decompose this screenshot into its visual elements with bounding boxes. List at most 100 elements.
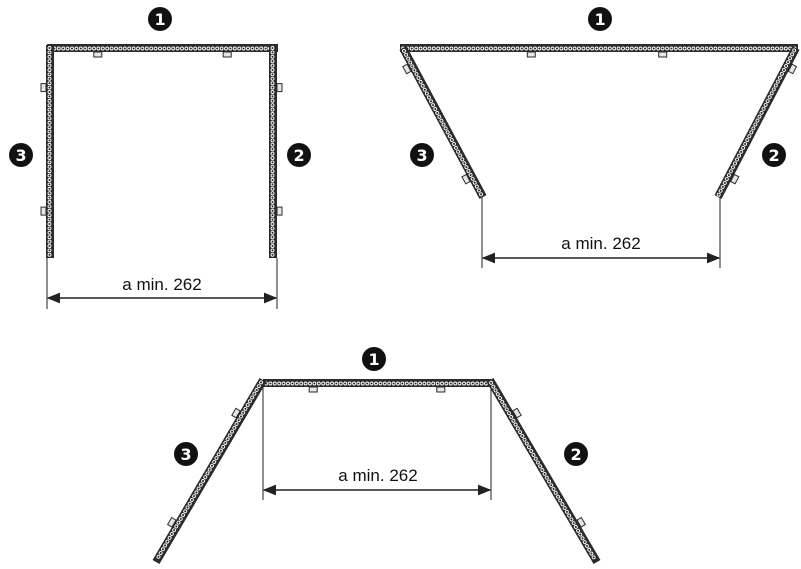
rail-bead <box>763 103 768 107</box>
rail-bead <box>412 68 417 73</box>
rail-bead <box>757 46 762 51</box>
rail-bead <box>437 114 442 119</box>
rail-bead <box>462 381 466 386</box>
segment-2-right <box>269 45 283 258</box>
rail-bead <box>414 72 419 77</box>
rail-bead <box>203 475 208 480</box>
rail-bead <box>205 471 210 476</box>
rail-bead <box>418 381 422 386</box>
rail-bead <box>408 60 413 65</box>
rail-bead <box>682 46 687 51</box>
rail-bead <box>568 46 573 51</box>
rail-bead <box>665 46 669 51</box>
rail-bead <box>515 426 520 431</box>
rail-bead <box>466 381 471 386</box>
rail-bead <box>616 46 621 51</box>
rail-bead <box>547 479 552 484</box>
rail-bead <box>576 528 581 533</box>
rail-bead <box>770 46 775 51</box>
rail-bead <box>47 200 52 204</box>
rail-bead <box>100 46 105 51</box>
rail-bar <box>399 46 487 199</box>
rail-bead <box>197 46 202 51</box>
rail-bead <box>451 141 456 146</box>
rail-bead <box>533 46 537 51</box>
rail-bead <box>270 147 275 152</box>
rail-bead <box>747 134 752 139</box>
rail-bead <box>210 463 214 468</box>
rail-bead <box>194 490 199 495</box>
rail-bar <box>46 45 54 258</box>
rail-bead <box>140 46 145 51</box>
rail-bead <box>700 46 705 51</box>
rail-bead <box>704 46 709 51</box>
rail-bead <box>183 509 188 514</box>
rail-bead <box>218 448 223 453</box>
rail-bead <box>47 134 52 138</box>
rail-bead <box>559 46 564 51</box>
segment-1-top <box>263 379 491 393</box>
rail-bead <box>270 230 275 235</box>
rail-bead <box>196 486 201 491</box>
rail-bead <box>440 46 445 51</box>
rail-bead <box>47 252 52 257</box>
rail-bead <box>47 169 52 174</box>
segment-2-right <box>486 377 601 565</box>
rail-bead <box>695 46 700 51</box>
rail-bead <box>92 46 96 51</box>
rail-bead <box>739 46 744 51</box>
rail-bead <box>621 46 625 51</box>
rail-bead <box>757 114 762 119</box>
rail-bead <box>709 46 713 51</box>
dimension-label: a min. 262 <box>561 234 640 253</box>
badge-1: 1 <box>588 7 612 31</box>
mounting-clip <box>308 386 318 393</box>
rail-bead <box>457 381 462 386</box>
rail-bead <box>270 85 275 90</box>
rail-bead <box>647 46 652 51</box>
rail-bead <box>330 381 334 386</box>
rail-bead <box>270 186 275 191</box>
rail-bead <box>409 46 414 51</box>
rail-bead <box>449 138 454 142</box>
rail-bead <box>519 46 524 51</box>
rail-bead <box>722 46 727 51</box>
rail-bead <box>468 172 473 177</box>
rail-bead <box>47 46 52 50</box>
rail-bead <box>70 46 74 51</box>
badge-1-circle <box>588 7 612 31</box>
figure-square: 1 2 3 a min. 262 <box>9 7 311 309</box>
rail-bead <box>524 441 529 446</box>
rail-bead <box>382 381 387 386</box>
rail-bead <box>178 516 183 521</box>
mounting-clip <box>40 206 47 216</box>
rail-bead <box>445 130 450 135</box>
badge-2: 2 <box>762 143 786 167</box>
rail-bead <box>448 381 453 386</box>
rail-bead <box>47 186 52 191</box>
rail-bead <box>189 497 194 502</box>
rail-bead <box>625 46 630 51</box>
rail-bead <box>491 384 496 389</box>
rail-bead <box>47 76 52 81</box>
rail-bead <box>786 60 790 65</box>
rail-bead <box>47 226 52 231</box>
rail-bead <box>270 169 275 174</box>
rail-bead <box>728 169 733 174</box>
rail-bead <box>270 90 275 94</box>
rail-bead <box>427 95 431 100</box>
rail-bead <box>513 422 518 427</box>
badge-3-circle <box>9 143 33 167</box>
rail-bead <box>47 217 52 222</box>
rail-bead <box>549 483 554 488</box>
rail-bead <box>550 46 555 51</box>
rail-bead <box>224 46 228 51</box>
mounting-clip <box>526 51 536 58</box>
rail-bead <box>365 381 370 386</box>
rail-bead <box>777 75 782 80</box>
rail-bead <box>527 445 531 450</box>
rail-bead <box>470 176 475 181</box>
rail-bead <box>96 46 101 51</box>
rail-bead <box>722 181 727 185</box>
rail-bead <box>414 46 419 51</box>
